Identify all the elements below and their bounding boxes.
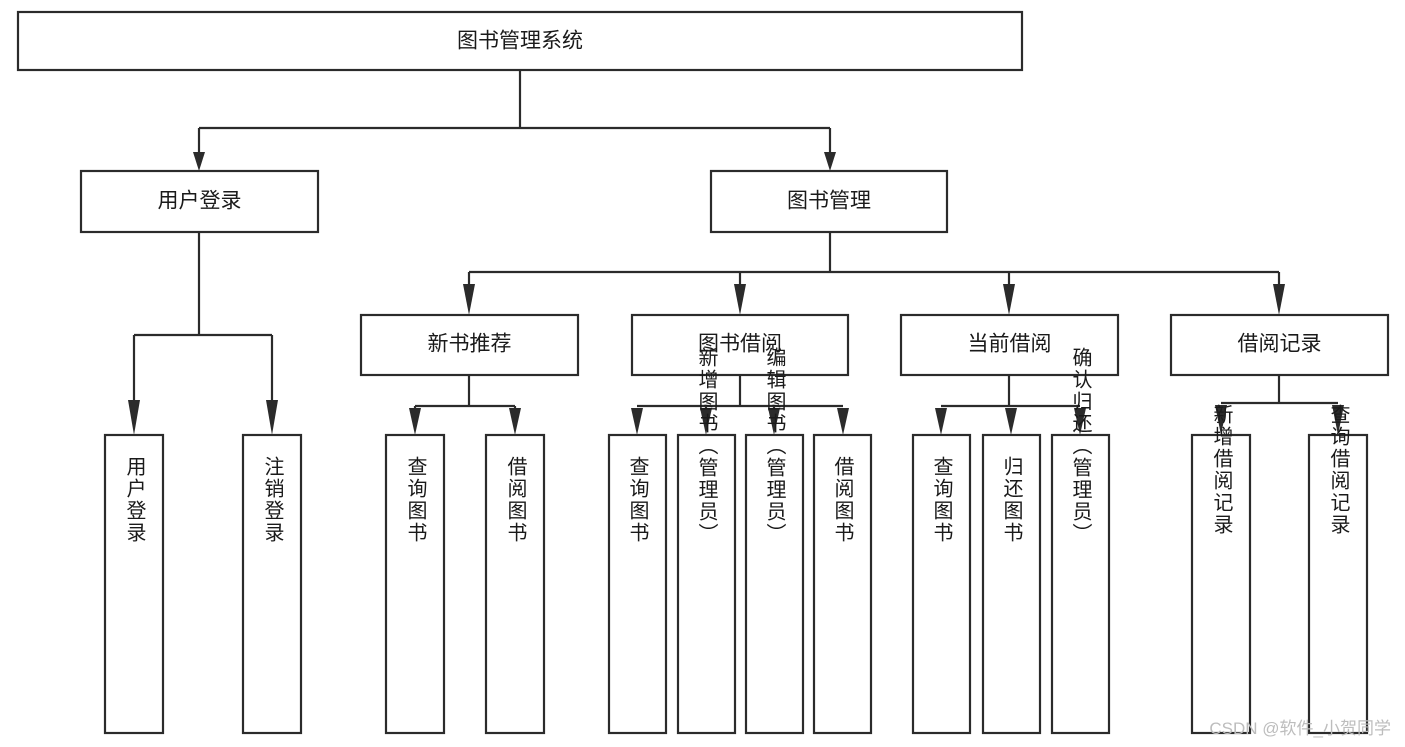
arrowhead-leaf-current-confirm-return <box>1074 408 1086 435</box>
node-borrow-record[interactable]: 借阅记录 <box>1169 313 1390 377</box>
leaf-current-query-book-label: 查询图书 <box>930 456 953 544</box>
node-borrow-record-box[interactable] <box>1169 313 1390 377</box>
arrowhead-leaf-borrow-borrow-book <box>837 408 849 435</box>
leaf-borrow-borrow-book-label: 借阅图书 <box>831 456 854 544</box>
arrowhead-book-borrow <box>734 284 746 315</box>
arrowhead-leaf-user-login <box>128 400 140 435</box>
leaf-borrow-query-book-label: 查询图书 <box>626 456 649 544</box>
leaf-rec-borrow-book-box[interactable] <box>484 433 546 735</box>
arrowhead-leaf-rec-borrow-book <box>509 408 521 435</box>
leaf-borrow-edit-book-label: 编辑图书（管理员） <box>763 347 786 545</box>
leaf-current-confirm-return-label: 确认归还（管理员） <box>1069 347 1092 545</box>
node-book-borrow-label: 图书借阅 <box>698 333 782 356</box>
leaf-user-logout-label: 注销登录 <box>261 456 284 544</box>
arrowhead-leaf-record-add <box>1215 405 1227 435</box>
leaf-borrow-edit-book[interactable]: 编辑图书（管理员） <box>744 347 805 735</box>
leaf-current-return-book[interactable]: 归还图书 <box>981 433 1042 735</box>
leaf-user-logout-box[interactable] <box>241 433 303 735</box>
leaf-current-query-book-box[interactable] <box>911 433 972 735</box>
leaf-record-query-label: 查询借阅记录 <box>1327 404 1350 536</box>
arrowhead-leaf-current-query-book <box>935 408 947 435</box>
node-root-label: 图书管理系统 <box>457 30 583 53</box>
leaf-borrow-query-book[interactable]: 查询图书 <box>607 433 668 735</box>
node-book-borrow[interactable]: 图书借阅 <box>630 313 850 377</box>
node-user-login-box[interactable] <box>79 169 320 234</box>
node-new-book-rec-box[interactable] <box>359 313 580 377</box>
node-user-login[interactable]: 用户登录 <box>79 169 320 234</box>
leaf-record-add-label: 新增借阅记录 <box>1210 404 1233 536</box>
leaf-rec-borrow-book[interactable]: 借阅图书 <box>484 433 546 735</box>
leaf-record-query[interactable]: 查询借阅记录 <box>1307 404 1369 735</box>
connector-layer <box>128 70 1344 435</box>
leaf-borrow-borrow-book[interactable]: 借阅图书 <box>812 433 873 735</box>
arrowhead-current-borrow <box>1003 284 1015 315</box>
arrowhead-borrow-record <box>1273 284 1285 315</box>
leaf-record-add-box[interactable] <box>1190 433 1252 735</box>
leaf-current-query-book[interactable]: 查询图书 <box>911 433 972 735</box>
leaf-user-login-box[interactable] <box>103 433 165 735</box>
node-user-login-label: 用户登录 <box>158 190 242 213</box>
node-root-box[interactable] <box>16 10 1024 72</box>
leaf-rec-query-book[interactable]: 查询图书 <box>384 433 446 735</box>
leaf-user-logout[interactable]: 注销登录 <box>241 433 303 735</box>
leaf-borrow-add-book-box[interactable] <box>676 433 737 735</box>
leaf-borrow-add-book-label: 新增图书（管理员） <box>695 347 718 545</box>
arrowhead-leaf-user-logout <box>266 400 278 435</box>
node-current-borrow-box[interactable] <box>899 313 1120 377</box>
arrowhead-book-manage <box>824 152 836 171</box>
node-new-book-rec[interactable]: 新书推荐 <box>359 313 580 377</box>
node-book-manage-box[interactable] <box>709 169 949 234</box>
leaf-current-confirm-return[interactable]: 确认归还（管理员） <box>1050 347 1111 735</box>
node-book-manage-label: 图书管理 <box>787 190 871 213</box>
arrowhead-user-login <box>193 152 205 171</box>
leaf-current-return-book-box[interactable] <box>981 433 1042 735</box>
leaf-rec-query-book-box[interactable] <box>384 433 446 735</box>
leaf-record-add[interactable]: 新增借阅记录 <box>1190 404 1252 735</box>
leaf-borrow-query-book-box[interactable] <box>607 433 668 735</box>
leaf-current-return-book-label: 归还图书 <box>1000 456 1023 544</box>
leaf-borrow-edit-book-box[interactable] <box>744 433 805 735</box>
leaf-record-query-box[interactable] <box>1307 433 1369 735</box>
arrowhead-new-book-rec <box>463 284 475 315</box>
node-book-manage[interactable]: 图书管理 <box>709 169 949 234</box>
arrowhead-leaf-borrow-edit-book <box>768 408 780 435</box>
leaf-user-login[interactable]: 用户登录 <box>103 433 165 735</box>
node-current-borrow-label: 当前借阅 <box>968 333 1052 356</box>
arrowhead-leaf-record-query <box>1332 405 1344 435</box>
node-borrow-record-label: 借阅记录 <box>1238 333 1322 356</box>
arrowhead-leaf-borrow-add-book <box>700 408 712 435</box>
node-new-book-rec-label: 新书推荐 <box>428 333 512 356</box>
arrowhead-leaf-borrow-query-book <box>631 408 643 435</box>
node-current-borrow[interactable]: 当前借阅 <box>899 313 1120 377</box>
leaf-current-confirm-return-box[interactable] <box>1050 433 1111 735</box>
leaf-rec-borrow-book-label: 借阅图书 <box>504 456 527 544</box>
leaf-borrow-add-book[interactable]: 新增图书（管理员） <box>676 347 737 735</box>
node-book-borrow-box[interactable] <box>630 313 850 377</box>
leaf-user-login-label: 用户登录 <box>123 456 146 544</box>
arrowhead-leaf-rec-query-book <box>409 408 421 435</box>
leaf-rec-query-book-label: 查询图书 <box>404 456 427 544</box>
arrowhead-leaf-current-return-book <box>1005 408 1017 435</box>
node-root[interactable]: 图书管理系统 <box>16 10 1024 72</box>
leaf-borrow-borrow-book-box[interactable] <box>812 433 873 735</box>
